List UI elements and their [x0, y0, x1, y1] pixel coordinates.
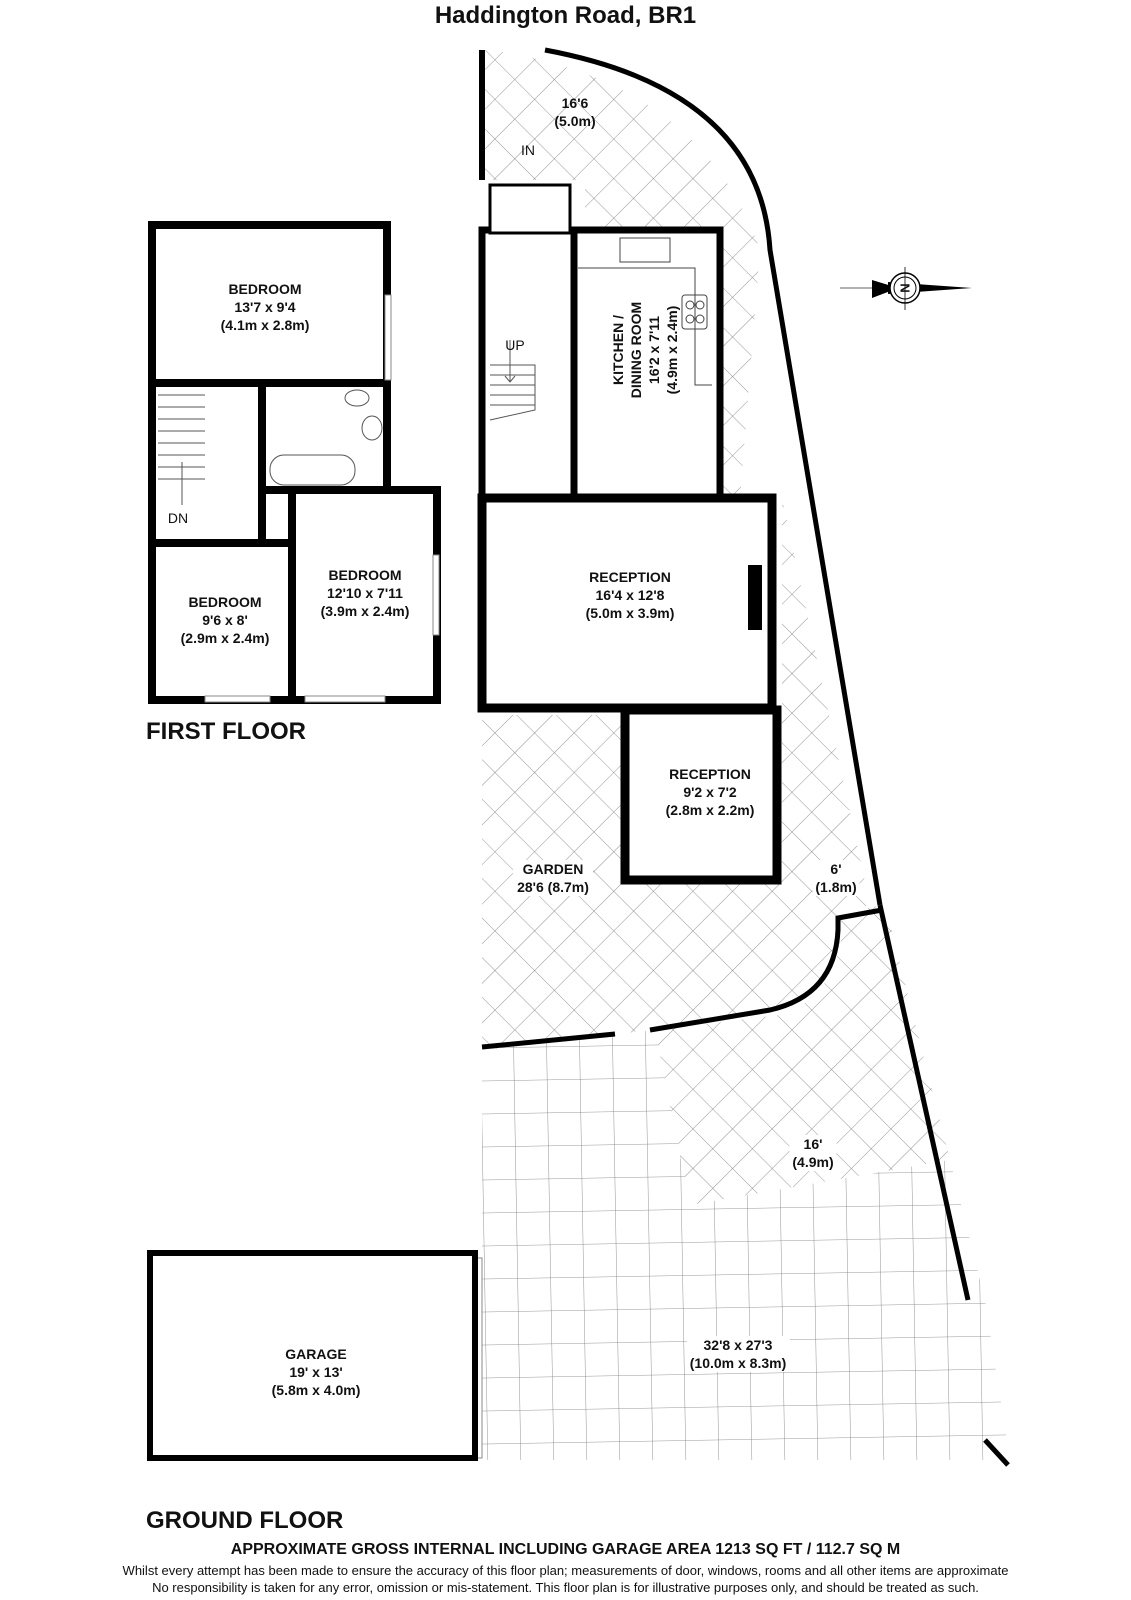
room-label-garage: GARAGE 19' x 13' (5.8m x 4.0m)	[272, 1345, 361, 1399]
dims-metric: (5.0m)	[554, 113, 596, 129]
room-dims-imperial: 16'4 x 12'8	[595, 587, 665, 603]
room-dims-imperial: 12'10 x 7'11	[327, 585, 403, 601]
area-dims: 28'6 (8.7m)	[517, 879, 589, 895]
dims-imperial: 16'6	[561, 95, 589, 111]
front-garden-area	[482, 50, 760, 498]
garden-label: GARDEN 28'6 (8.7m)	[513, 860, 593, 896]
patio-area	[655, 905, 950, 1205]
area-name: GARDEN	[522, 861, 584, 877]
room-dims-imperial: 13'7 x 9'4	[234, 299, 296, 315]
room-label-kitchen: KITCHEN / DINING ROOM 16'2 x 7'11 (4.9m …	[609, 302, 681, 398]
room-dims-metric: (5.0m x 3.9m)	[585, 605, 675, 621]
dims-metric: (1.8m)	[815, 879, 857, 895]
entry-label: IN	[521, 142, 535, 158]
room-name: RECEPTION	[669, 766, 751, 782]
dims-metric: (10.0m x 8.3m)	[689, 1355, 787, 1371]
compass-letter: N	[897, 283, 913, 293]
rear-yard-area	[482, 1030, 1010, 1460]
room-name: BEDROOM	[228, 281, 302, 297]
room-name: BEDROOM	[328, 567, 402, 583]
room-label-bedroom-2: BEDROOM 9'6 x 8' (2.9m x 2.4m)	[181, 593, 270, 647]
stairs-up-label: UP	[505, 337, 525, 353]
room-dims-imperial: 9'6 x 8'	[202, 612, 248, 628]
gross-area-statement: APPROXIMATE GROSS INTERNAL INCLUDING GAR…	[230, 1541, 901, 1558]
rear-yard-dims: 32'8 x 27'3 (10.0m x 8.3m)	[686, 1336, 790, 1372]
room-label-reception-2: RECEPTION 9'2 x 7'2 (2.8m x 2.2m)	[666, 765, 755, 819]
front-garden-dims: 16'6 (5.0m)	[554, 94, 595, 130]
stairs-down-label: DN	[167, 510, 189, 526]
room-label-bedroom-3: BEDROOM 12'10 x 7'11 (3.9m x 2.4m)	[321, 566, 410, 620]
room-name: GARAGE	[285, 1346, 347, 1362]
ground-floor-heading: GROUND FLOOR	[146, 1507, 344, 1534]
room-label-bedroom-1: BEDROOM 13'7 x 9'4 (4.1m x 2.8m)	[221, 280, 310, 334]
room-dims-metric: (2.8m x 2.2m)	[665, 802, 755, 818]
room-dims-imperial: 16'2 x 7'11	[646, 315, 662, 385]
dims-imperial: 32'8 x 27'3	[703, 1337, 773, 1353]
disclaimer-line-2: No responsibility is taken for any error…	[152, 1580, 979, 1595]
room-dims-metric: (4.1m x 2.8m)	[220, 317, 310, 333]
disclaimer-line-1: Whilst every attempt has been made to en…	[122, 1563, 1009, 1578]
room-name: KITCHEN /	[610, 315, 626, 386]
dims-metric: (4.9m)	[792, 1154, 834, 1170]
patio-dims: 16' (4.9m)	[789, 1135, 837, 1171]
plan-title: Haddington Road, BR1	[434, 2, 697, 29]
dims-imperial: 6'	[830, 861, 842, 877]
first-floor-heading: FIRST FLOOR	[146, 718, 306, 745]
north-arrow-icon	[840, 267, 972, 310]
side-passage-area	[482, 250, 870, 1050]
room-dims-metric: (2.9m x 2.4m)	[180, 630, 270, 646]
room-name-2: DINING ROOM	[628, 301, 644, 399]
room-dims-metric: (3.9m x 2.4m)	[320, 603, 410, 619]
room-dims-metric: (4.9m x 2.4m)	[664, 305, 680, 395]
room-dims-metric: (5.8m x 4.0m)	[271, 1382, 361, 1398]
side-passage-dims: 6' (1.8m)	[812, 860, 860, 896]
dims-imperial: 16'	[803, 1136, 823, 1152]
room-name: RECEPTION	[589, 569, 671, 585]
room-name: BEDROOM	[188, 594, 262, 610]
room-dims-imperial: 9'2 x 7'2	[683, 784, 737, 800]
room-dims-imperial: 19' x 13'	[289, 1364, 343, 1380]
room-label-reception-1: RECEPTION 16'4 x 12'8 (5.0m x 3.9m)	[586, 568, 675, 622]
